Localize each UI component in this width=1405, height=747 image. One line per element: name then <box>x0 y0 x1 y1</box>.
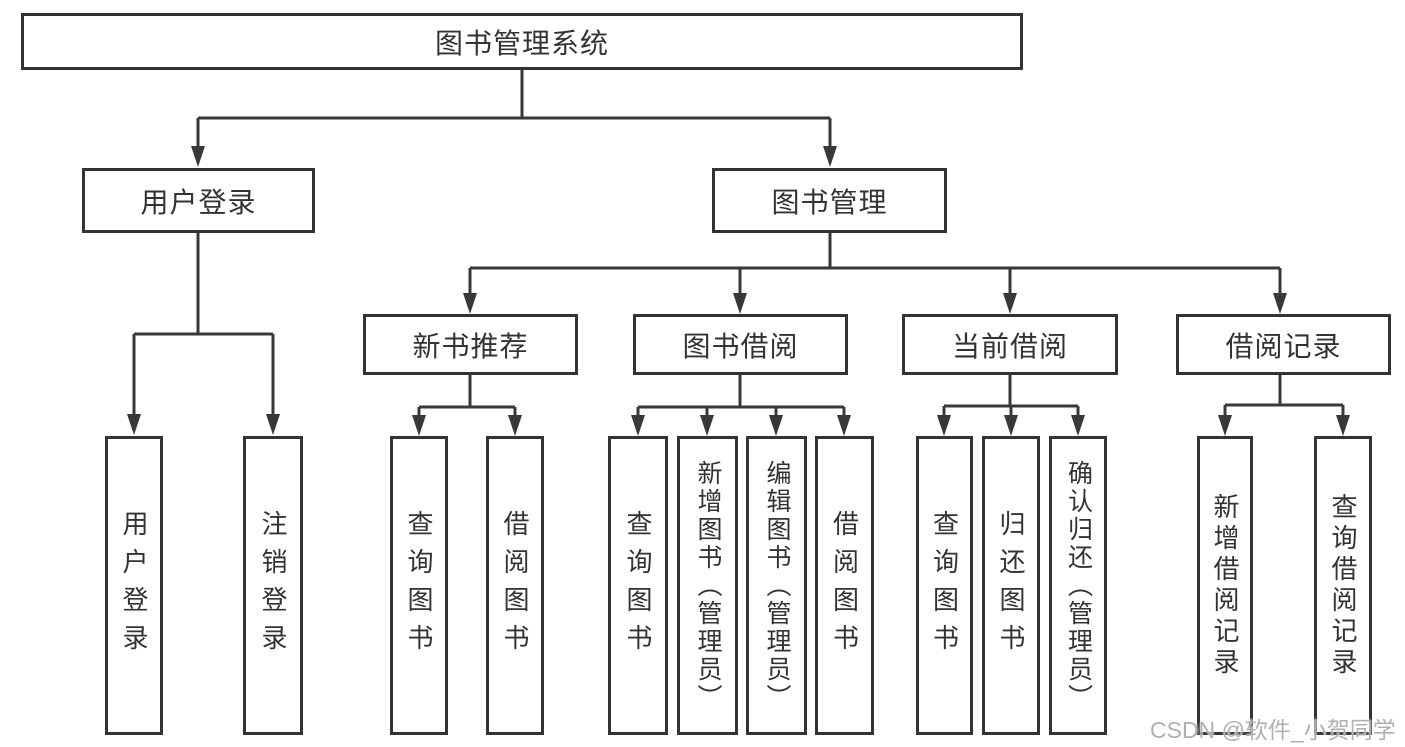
node-new-book-recommend-label: 新书推荐 <box>412 330 529 362</box>
node-root-label: 图书管理系统 <box>434 27 609 59</box>
node-cb-query-book: 查询图书 <box>916 436 973 735</box>
node-bb-edit-book-label: 编辑图书（管理员） <box>763 459 791 712</box>
node-br-add-record: 新增借阅记录 <box>1197 436 1253 735</box>
node-root: 图书管理系统 <box>21 13 1023 70</box>
node-user-login: 用户登录 <box>82 168 315 233</box>
node-borrow-record: 借阅记录 <box>1176 314 1391 375</box>
node-br-query-record-label: 查询借阅记录 <box>1328 492 1358 679</box>
node-leaf-user-login-label: 用户登录 <box>119 509 149 662</box>
node-cb-return-book-label: 归还图书 <box>996 509 1026 662</box>
node-user-login-label: 用户登录 <box>140 186 257 218</box>
node-borrow-record-label: 借阅记录 <box>1225 330 1342 362</box>
node-cb-query-book-label: 查询图书 <box>929 509 960 662</box>
node-current-borrow: 当前借阅 <box>902 314 1118 375</box>
csdn-watermark: CSDN @软件_小贺同学 <box>1150 717 1396 743</box>
node-cb-confirm-return: 确认归还（管理员） <box>1049 436 1107 735</box>
node-bb-add-book: 新增图书（管理员） <box>677 436 738 735</box>
node-nbr-query-book: 查询图书 <box>390 436 448 735</box>
node-book-management: 图书管理 <box>712 168 947 233</box>
node-cb-return-book: 归还图书 <box>982 436 1040 735</box>
node-cb-confirm-return-label: 确认归还（管理员） <box>1064 459 1093 712</box>
node-bb-borrow-book: 借阅图书 <box>815 436 874 735</box>
node-bb-query-book: 查询图书 <box>608 436 668 735</box>
node-book-borrow-label: 图书借阅 <box>682 330 799 362</box>
node-leaf-logout: 注销登录 <box>243 436 303 735</box>
node-nbr-query-book-label: 查询图书 <box>404 509 434 662</box>
node-bb-query-book-label: 查询图书 <box>623 509 653 662</box>
node-bb-add-book-label: 新增图书（管理员） <box>694 459 722 712</box>
node-book-borrow: 图书借阅 <box>633 314 848 375</box>
node-nbr-borrow-book-label: 借阅图书 <box>500 509 530 662</box>
node-current-borrow-label: 当前借阅 <box>951 330 1068 362</box>
node-br-query-record: 查询借阅记录 <box>1314 436 1372 735</box>
node-book-management-label: 图书管理 <box>771 186 888 218</box>
node-leaf-user-login: 用户登录 <box>105 436 163 735</box>
node-leaf-logout-label: 注销登录 <box>258 509 288 662</box>
node-bb-edit-book: 编辑图书（管理员） <box>746 436 807 735</box>
node-br-add-record-label: 新增借阅记录 <box>1210 492 1240 679</box>
node-nbr-borrow-book: 借阅图书 <box>486 436 544 735</box>
node-bb-borrow-book-label: 借阅图书 <box>829 509 860 662</box>
node-new-book-recommend: 新书推荐 <box>363 314 578 375</box>
